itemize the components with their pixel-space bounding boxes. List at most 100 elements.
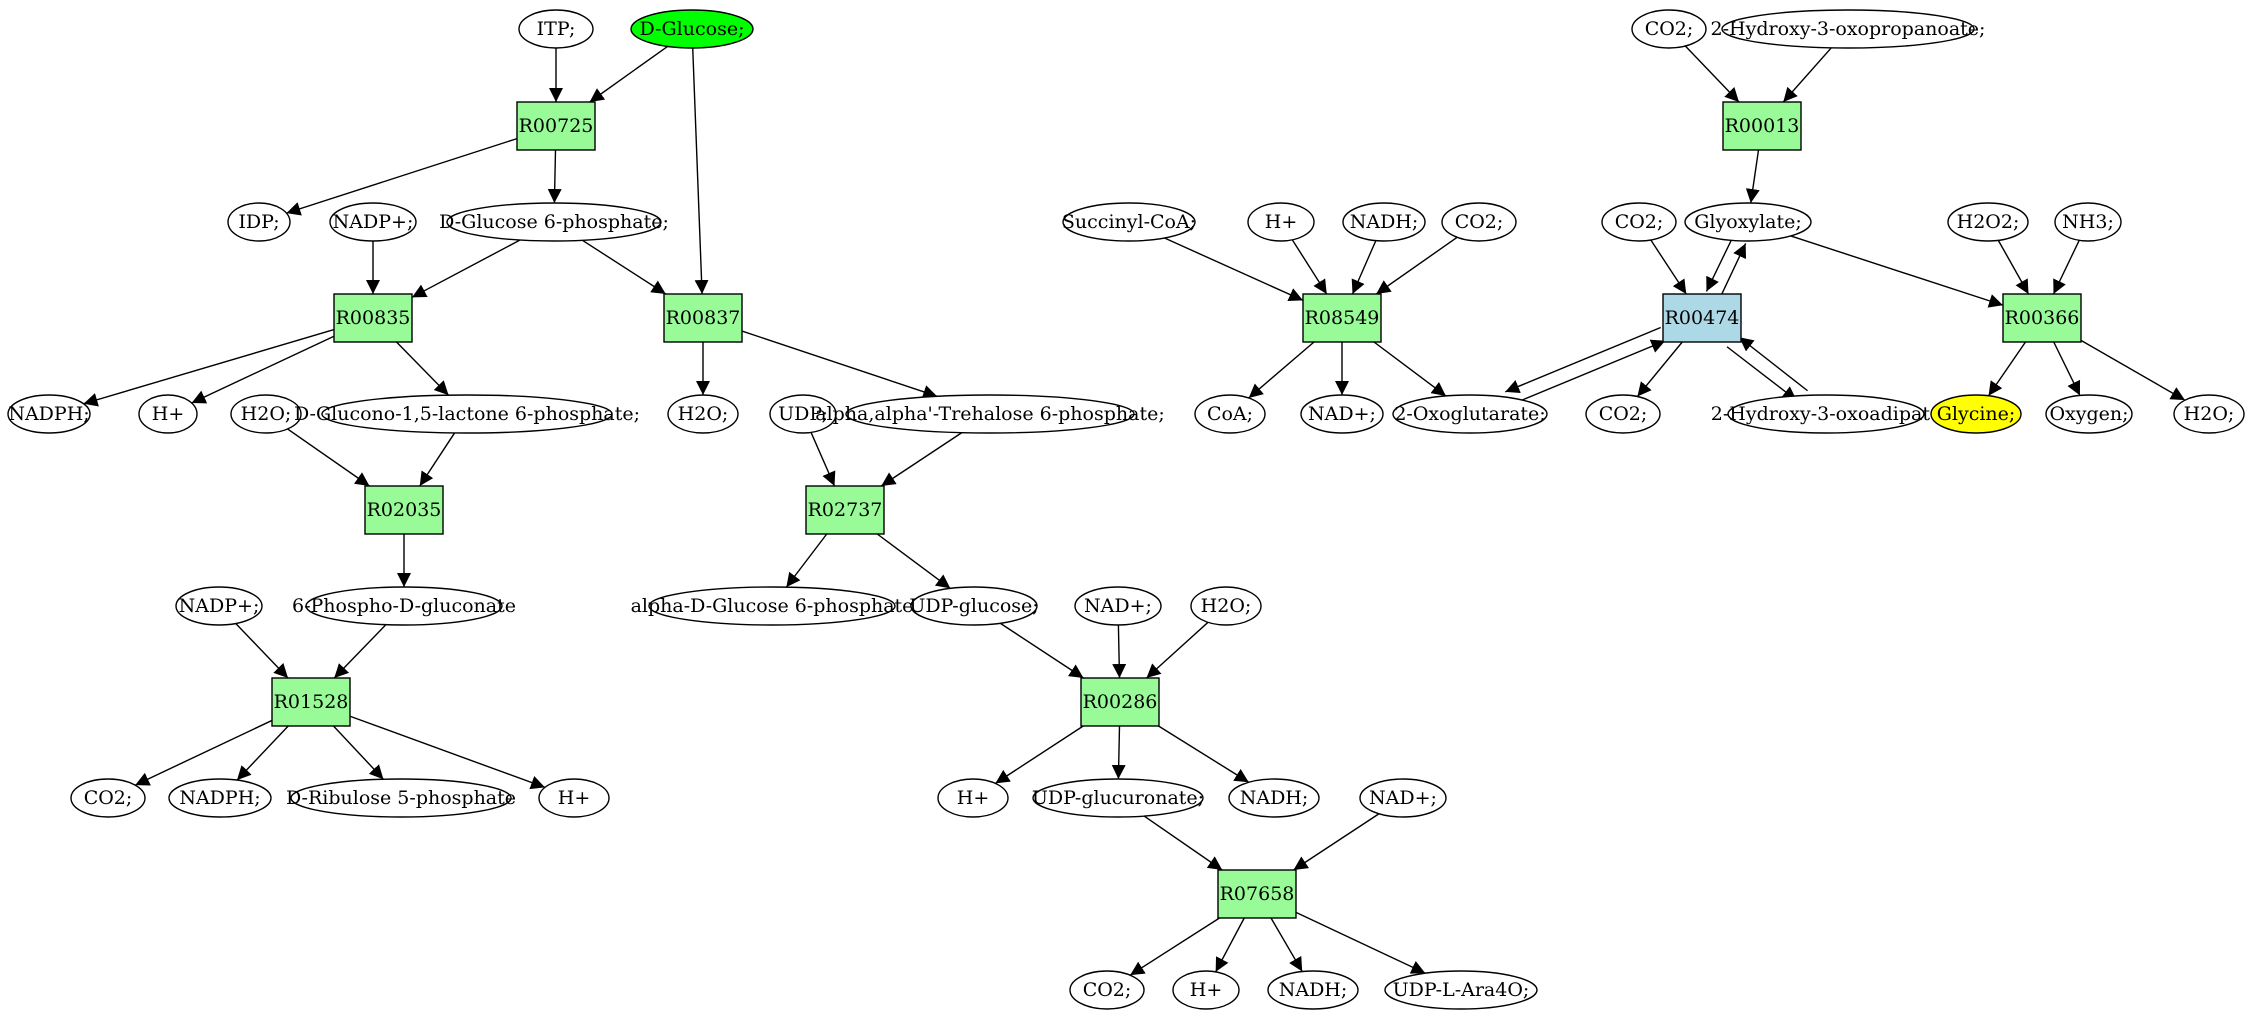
metabolite-ellipse [1032, 778, 1204, 818]
metabolite-ellipse [138, 394, 198, 434]
metabolite-node-m_glucono: D-Glucono-1,5-lactone 6-phosphate; [294, 394, 640, 434]
metabolite-node-m_h4: H+ [1172, 970, 1240, 1010]
metabolite-ellipse [518, 9, 594, 49]
node-label: NADH; [1350, 211, 1419, 233]
reaction-node-r_R00474: R00474 [1662, 293, 1742, 343]
metabolite-ellipse [1359, 778, 1447, 818]
node-label: H2O; [241, 403, 292, 425]
edge-m_co2_3-to-r_R08549 [1375, 236, 1458, 295]
edge-m_udpglc-to-r_R00286 [999, 622, 1084, 679]
metabolite-node-m_nadp1: NADP+; [329, 202, 417, 242]
edge-m_co2_4-to-r_R00013 [1684, 45, 1740, 103]
metabolite-node-m_nadp2: NADP+; [175, 586, 263, 626]
metabolite-node-m_nadh2: NADH; [1267, 970, 1359, 1010]
metabolite-ellipse [7, 394, 91, 434]
metabolite-node-m_6pg: 6-Phospho-D-gluconate [292, 586, 516, 626]
metabolite-ellipse [1069, 970, 1145, 1010]
metabolite-ellipse [1930, 394, 2022, 434]
edge-r_R01528-to-m_h2 [349, 715, 546, 790]
metabolite-node-m_co2_2: CO2; [1069, 970, 1145, 1010]
metabolite-node-m_h2o2: H2O; [667, 394, 739, 434]
metabolite-ellipse [769, 394, 837, 434]
edge-m_g6p-to-r_R00837 [582, 239, 667, 295]
reaction-box [333, 293, 413, 343]
edge-r_R02737-to-m_ag6p [785, 533, 828, 588]
edge-r_R00286-to-m_h3 [994, 725, 1084, 784]
edge-r_R01528-to-m_co2_1 [134, 719, 273, 786]
node-label: H+ [558, 787, 591, 809]
metabolite-ellipse [845, 394, 1135, 434]
metabolite-node-m_h1: H+ [138, 394, 198, 434]
edge-r_R00474-to-m_glyoxylate [1719, 243, 1747, 297]
metabolite-node-m_ribulose: D-Ribulose 5-phosphate [286, 778, 516, 818]
node-label: Glyoxylate; [1694, 211, 1802, 233]
edge-r_R07658-to-m_h4 [1215, 917, 1245, 973]
node-label: 6-Phospho-D-gluconate [292, 595, 516, 617]
reaction-node-r_R00366: R00366 [2002, 293, 2082, 343]
edge-m_h2o2b-to-r_R00366 [1997, 240, 2030, 295]
edge-r_R00835-to-m_nadph1 [83, 328, 335, 407]
reaction-box [364, 485, 444, 535]
metabolite-ellipse [290, 778, 512, 818]
edge-r_R07658-to-m_udpara [1295, 911, 1426, 974]
edge-r_R00474-to-m_oxoglut [1504, 326, 1661, 393]
node-label: UDP-glucose; [909, 595, 1038, 617]
metabolite-ellipse [321, 394, 613, 434]
metabolite-ellipse [1947, 202, 2029, 242]
edge-r_R00013-to-m_glyoxylate [1745, 149, 1760, 204]
reaction-box [663, 293, 743, 343]
metabolite-ellipse [2173, 394, 2245, 434]
reaction-node-r_R00725: R00725 [516, 101, 596, 151]
edge-r_R00474-to-m_hydroxyadip [1726, 346, 1798, 401]
node-label: R00474 [1665, 307, 1740, 329]
metabolite-node-m_nadh3: NADH; [1342, 202, 1426, 242]
reaction-node-r_R07658: R07658 [1217, 869, 1297, 919]
metabolite-node-m_oxygen: Oxygen; [2045, 394, 2133, 434]
node-label: H+ [1265, 211, 1298, 233]
metabolite-ellipse [1601, 202, 1677, 242]
node-label: CoA; [1207, 403, 1253, 425]
node-label: IDP; [238, 211, 279, 233]
edge-r_R00725-to-m_idp [286, 137, 518, 216]
node-label: NADPH; [8, 403, 89, 425]
reaction-box [1080, 677, 1160, 727]
node-label: 2-Hydroxy-3-oxoadipate [1711, 403, 1941, 425]
node-label: CO2; [84, 787, 133, 809]
metabolite-node-m_oxoglut: 2-Oxoglutarate; [1392, 394, 1548, 434]
metabolite-node-m_idp: IDP; [227, 202, 291, 242]
metabolite-ellipse [1194, 394, 1266, 434]
metabolite-node-m_g6p: D-Glucose 6-phosphate; [439, 202, 669, 242]
metabolite-node-m_nadh1: NADH; [1228, 778, 1320, 818]
metabolite-node-m_nad3: NAD+; [1300, 394, 1384, 434]
edge-r_R01528-to-m_nadph2 [236, 725, 289, 781]
metabolite-ellipse [329, 202, 417, 242]
node-label: Succinyl-CoA; [1062, 211, 1196, 233]
node-label: NADP+; [179, 595, 260, 617]
node-label: R02035 [367, 499, 442, 521]
node-label: NH3; [2062, 211, 2114, 233]
node-label: UDP-glucuronate; [1032, 787, 1204, 809]
metabolite-node-m_h3: H+ [937, 778, 1009, 818]
metabolite-ellipse [175, 586, 263, 626]
metabolite-node-m_h2: H+ [538, 778, 610, 818]
metabolite-node-m_co2_3: CO2; [1441, 202, 1517, 242]
metabolite-ellipse [230, 394, 302, 434]
edge-m_trehalose-to-r_R02737 [880, 432, 963, 487]
metabolite-ellipse [2045, 394, 2133, 434]
metabolite-ellipse [1441, 202, 1517, 242]
metabolite-ellipse [630, 9, 754, 49]
edge-r_R00286-to-m_udpgluc [1111, 725, 1126, 780]
node-label: UDP; [778, 403, 828, 425]
metabolite-ellipse [1247, 202, 1315, 242]
edge-r_R01528-to-m_ribulose [332, 725, 384, 780]
edge-m_oxoglut-to-r_R00474 [1513, 339, 1666, 405]
metabolite-ellipse [1172, 970, 1240, 1010]
reaction-node-r_R00286: R00286 [1080, 677, 1160, 727]
metabolite-ellipse [1727, 394, 1925, 434]
edge-r_R00286-to-m_nadh1 [1158, 725, 1250, 783]
metabolite-node-m_co2_6: CO2; [1585, 394, 1661, 434]
edge-r_R00366-to-m_glycine [1987, 341, 2027, 397]
edge-m_hydroxyoxo-to-r_R00013 [1782, 47, 1832, 103]
metabolite-node-m_dglucose: D-Glucose; [630, 9, 754, 49]
metabolite-node-m_ag6p: alpha-D-Glucose 6-phosphate [631, 586, 913, 626]
